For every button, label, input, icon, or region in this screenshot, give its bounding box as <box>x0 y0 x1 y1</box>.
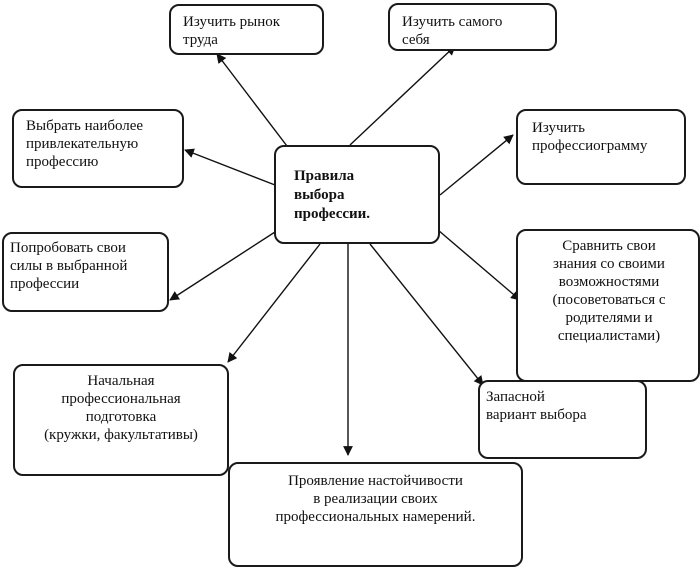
arrow-to-most-attractive <box>184 148 276 186</box>
node-professiogram: Изучить профессиограмму <box>516 109 686 185</box>
arrow-to-professiogram <box>439 134 514 196</box>
node-persistence: Проявление настойчивости в реализации св… <box>228 462 523 567</box>
arrow-to-try-strength <box>169 231 276 301</box>
center-node-rules: Правила выбора профессии. <box>274 145 440 244</box>
arrow-to-backup <box>369 243 484 386</box>
node-initial-training: Начальная профессиональная подготовка (к… <box>13 364 229 476</box>
node-most-attractive: Выбрать наиболее привлекательную професс… <box>12 109 184 188</box>
arrow-to-compare <box>437 229 521 301</box>
arrow-to-job-market <box>216 53 291 151</box>
node-compare: Сравнить свои знания со своими возможнос… <box>516 229 700 382</box>
arrow-to-initial-training <box>227 243 321 363</box>
arrow-to-self <box>349 45 456 146</box>
node-try-strength: Попробовать свои силы в выбранной профес… <box>2 232 169 312</box>
node-job-market: Изучить рынок труда <box>169 4 324 55</box>
node-study-self: Изучить самого себя <box>388 3 557 51</box>
node-backup: Запасной вариант выбора <box>478 380 647 459</box>
